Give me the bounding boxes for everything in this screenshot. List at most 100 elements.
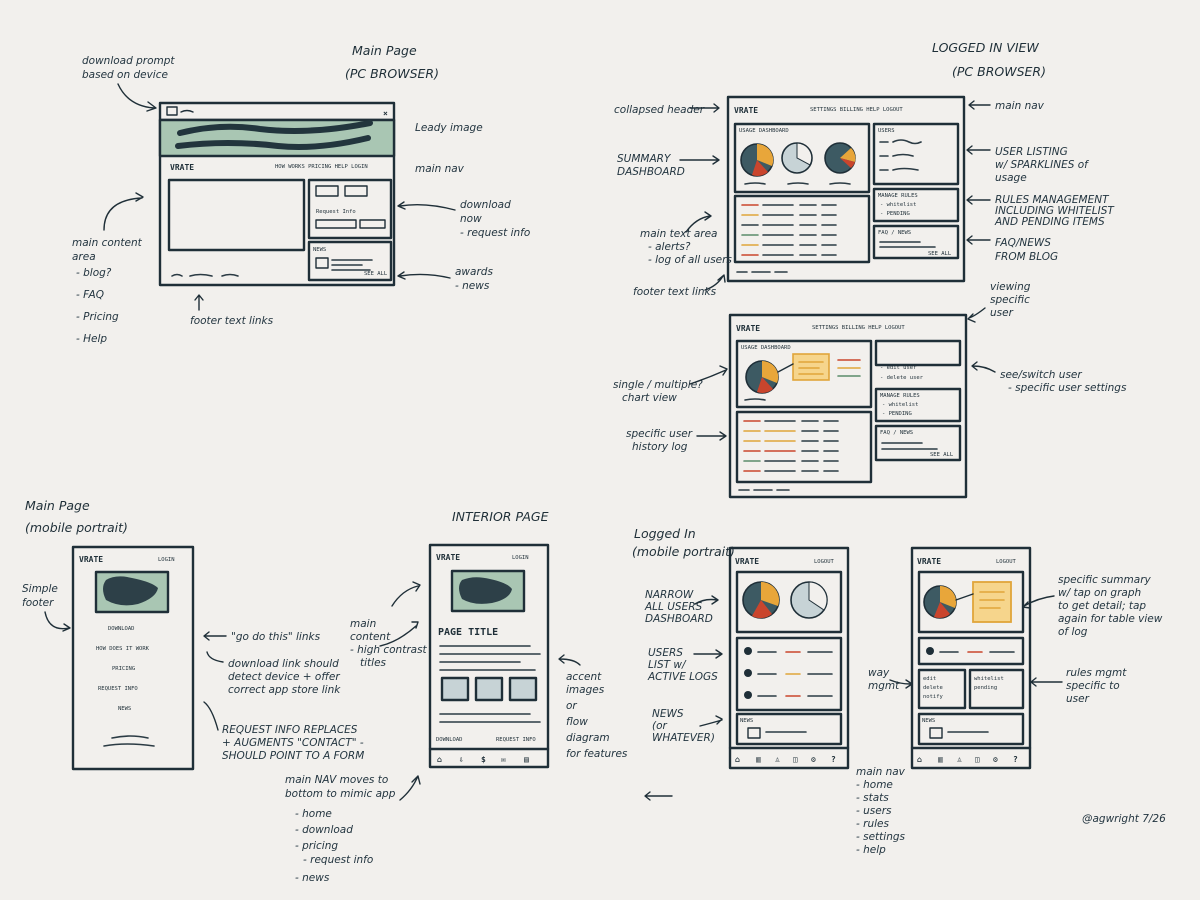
pc-user-view-group: viewing specific user VRATE SETTINGS BIL… [613, 281, 1127, 499]
pc-news-box [307, 240, 393, 282]
muser-chart-panel [917, 570, 1025, 634]
pc-main-nav[interactable]: HOW WORKS PRICING HELP LOGIN [275, 164, 368, 170]
usage-dashboard-label: USAGE DASHBOARD [739, 128, 789, 134]
rules-icon[interactable]: ◫ [793, 755, 798, 764]
pc-news-label: NEWS [313, 247, 326, 253]
muser-whitelist[interactable]: whitelist [974, 676, 1004, 682]
pc-logged-subtitle: (PC BROWSER) [952, 64, 1046, 79]
mobile-login[interactable]: LOGIN [158, 557, 175, 563]
mobile-link-download[interactable]: DOWNLOAD [108, 626, 135, 632]
note-specific-2: w/ tap on graph [1058, 587, 1141, 599]
mobile-hero-scribble [103, 576, 158, 606]
note-simple-footer-2: footer [22, 597, 54, 609]
interior-login[interactable]: LOGIN [512, 555, 529, 561]
muser-pending[interactable]: pending [974, 685, 997, 691]
note-go-do-this: "go do this" links [231, 631, 321, 643]
faq-see-all[interactable]: SEE ALL [928, 251, 952, 257]
muser-logo: VRATE [917, 557, 941, 566]
download-icon[interactable]: ⇩ [459, 755, 464, 764]
pie-chart-2[interactable] [781, 142, 813, 174]
muser-detail-popover[interactable] [972, 581, 1012, 623]
muser-rules-panel[interactable] [968, 668, 1025, 710]
request-info-button[interactable] [359, 219, 386, 229]
mdash-pie-2[interactable] [790, 581, 828, 619]
faq-news-label: FAQ / NEWS [878, 230, 911, 236]
interior-request-info[interactable]: REQUEST INFO [496, 737, 536, 743]
dash-nav[interactable]: SETTINGS BILLING HELP LOGOUT [810, 107, 903, 113]
users-icon[interactable]: ♙ [775, 755, 780, 764]
interior-bottom-nav[interactable]: ⌂ ⇩ $ ✉ ▤ [437, 755, 529, 764]
interior-thumb-2[interactable] [474, 676, 504, 702]
help-icon[interactable]: ? [831, 755, 836, 764]
user-pie-chart[interactable] [745, 360, 779, 394]
muser-logout[interactable]: LOGOUT [996, 559, 1017, 565]
store-badge-2[interactable] [344, 185, 368, 197]
muser-stats-icon[interactable]: ▥ [938, 755, 943, 764]
interior-thumb-1[interactable] [440, 676, 470, 702]
mobile-link-request[interactable]: REQUEST INFO [98, 686, 138, 692]
pending-label[interactable]: - PENDING [880, 211, 910, 217]
pc-footer-links[interactable] [171, 273, 239, 277]
pc-request-info[interactable]: Request Info [316, 209, 356, 215]
pie-chart-3[interactable] [824, 142, 856, 174]
edit-user-label[interactable]: - edit user [880, 365, 917, 371]
note-specific-3: to get detail; tap [1058, 600, 1146, 612]
pc-main-subtitle: (PC BROWSER) [345, 66, 439, 81]
mail-icon[interactable]: ✉ [501, 755, 506, 764]
mdash-pie-1[interactable] [742, 581, 780, 619]
muser-rules-icon[interactable]: ◫ [975, 755, 980, 764]
request-info-input[interactable] [315, 219, 357, 229]
muser-notify[interactable]: notify [923, 694, 944, 700]
stats-icon[interactable]: ▥ [756, 755, 761, 764]
user-pending[interactable]: - PENDING [882, 411, 912, 417]
log-lines [741, 204, 837, 256]
interior-download[interactable]: DOWNLOAD [436, 737, 463, 743]
pc-logo: VRATE [170, 163, 194, 172]
pie-chart-1[interactable] [740, 143, 774, 177]
user-usage-label: USAGE DASHBOARD [741, 345, 791, 351]
user-faq-see-all[interactable]: SEE ALL [930, 452, 954, 458]
mobile-link-pricing[interactable]: PRICING [112, 666, 135, 672]
muser-help-icon[interactable]: ? [1013, 755, 1018, 764]
user-detail-popover[interactable] [792, 353, 830, 381]
user-rules-label: MANAGE RULES [880, 393, 920, 399]
mobile-footer[interactable] [103, 735, 155, 747]
pricing-icon[interactable]: $ [481, 755, 486, 764]
note-nav-moves-3: - home [295, 808, 332, 820]
home-icon[interactable]: ⌂ [437, 755, 442, 764]
mdash-logo: VRATE [735, 557, 759, 566]
note-main-nav: main nav [415, 163, 465, 175]
muser-bottom-nav[interactable]: ⌂ ▥ ♙ ◫ ⚙ ? [917, 755, 1018, 764]
note-download-now-3: - request info [460, 227, 530, 239]
muser-pie[interactable] [923, 585, 957, 619]
muser-home-icon[interactable]: ⌂ [917, 755, 922, 764]
mdash-news-label: NEWS [740, 718, 753, 724]
muser-settings-icon[interactable]: ⚙ [993, 755, 998, 764]
user-nav[interactable]: SETTINGS BILLING HELP LOGOUT [812, 325, 905, 331]
muser-users-icon[interactable]: ♙ [957, 755, 962, 764]
mobile-link-news[interactable]: NEWS [118, 706, 131, 712]
mdash-users-panel [735, 636, 843, 712]
pc-see-all[interactable]: SEE ALL [364, 271, 388, 277]
store-badge-1[interactable] [315, 185, 339, 197]
mobile-link-how[interactable]: HOW DOES IT WORK [96, 646, 150, 652]
settings-icon[interactable]: ⚙ [811, 755, 816, 764]
user-switch-panel[interactable] [874, 339, 962, 367]
muser-delete[interactable]: delete [923, 685, 943, 691]
user-whitelist[interactable]: - whitelist [882, 402, 918, 408]
note-chart-view-1: single / multiple? [613, 379, 703, 391]
note-viewing-2: specific [990, 294, 1030, 306]
whitelist-label[interactable]: - whitelist [880, 202, 916, 208]
note-rules-mgmt-2: specific to [1066, 680, 1120, 692]
note-nav-moves-5: - pricing [295, 840, 338, 852]
interior-thumb-3[interactable] [508, 676, 538, 702]
mdash-logout[interactable]: LOGOUT [814, 559, 835, 565]
delete-user-label[interactable]: - delete user [880, 375, 924, 381]
news-icon[interactable]: ▤ [524, 755, 529, 764]
muser-edit-panel[interactable] [917, 668, 967, 710]
note-mnav-3: - stats [856, 792, 889, 804]
mdash-bottom-nav[interactable]: ⌂ ▥ ♙ ◫ ⚙ ? [735, 755, 836, 764]
mhome-icon[interactable]: ⌂ [735, 755, 740, 764]
mdash-user-rows[interactable] [744, 647, 833, 699]
muser-edit[interactable]: edit [923, 676, 936, 682]
